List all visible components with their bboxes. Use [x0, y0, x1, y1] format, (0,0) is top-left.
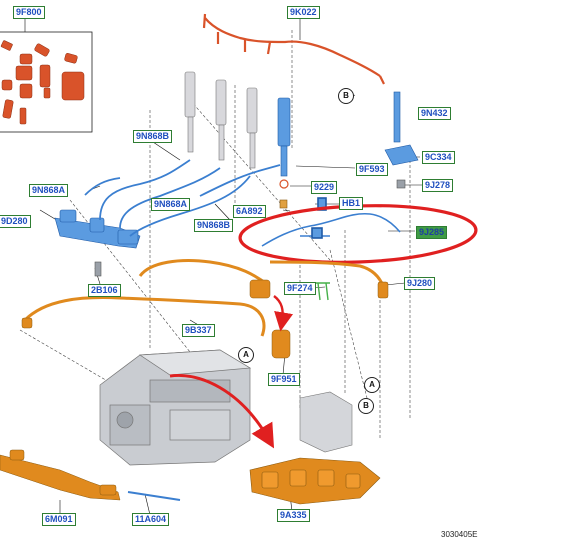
injector-clamp [384, 91, 419, 189]
part-label-9C334[interactable]: 9C334 [422, 151, 455, 164]
diagram-reference-number: 3030405E [441, 530, 478, 539]
retaining-clip [316, 282, 330, 301]
injector-fuel-lines [84, 159, 281, 237]
part-label-9K022[interactable]: 9K022 [287, 6, 320, 19]
part-label-9N868B-upper[interactable]: 9N868B [133, 130, 173, 143]
part-label-9J280[interactable]: 9J280 [404, 277, 436, 290]
part-label-6M091[interactable]: 6M091 [42, 513, 76, 526]
part-label-9N868A-left[interactable]: 9N868A [29, 184, 69, 197]
fuel-injectors [184, 71, 258, 169]
part-label-9F274[interactable]: 9F274 [284, 282, 316, 295]
highlighted-injector [277, 97, 291, 209]
part-label-11A604[interactable]: 11A604 [132, 513, 170, 526]
part-label-9D280[interactable]: 9D280 [0, 215, 31, 228]
part-label-9B337[interactable]: 9B337 [182, 324, 215, 337]
thermostat-housing [299, 391, 353, 453]
part-label-HB1[interactable]: HB1 [339, 197, 364, 210]
part-label-6A892[interactable]: 6A892 [233, 205, 266, 218]
part-label-2B106[interactable]: 2B106 [88, 284, 121, 297]
view-callout-A-middle[interactable]: A [238, 347, 254, 363]
hose-fittings [21, 279, 389, 359]
assembly-arrow-small [273, 295, 294, 332]
part-label-9229[interactable]: 9229 [311, 181, 338, 194]
part-label-9F593[interactable]: 9F593 [356, 163, 388, 176]
part-label-9J278[interactable]: 9J278 [422, 179, 454, 192]
part-label-9N432[interactable]: 9N432 [418, 107, 451, 120]
coolant-hoses [23, 259, 387, 337]
part-label-9J285-highlighted[interactable]: 9J285 [416, 226, 448, 239]
oil-pipe-assembly [0, 449, 121, 501]
part-label-9N868B-lower[interactable]: 9N868B [194, 219, 234, 232]
part-label-9F800[interactable]: 9F800 [13, 6, 45, 19]
view-callout-B-top[interactable]: B [338, 88, 354, 104]
assembly-arrow-main [169, 373, 275, 449]
small-parts [0, 40, 85, 125]
part-label-9F951[interactable]: 9F951 [268, 373, 300, 386]
intake-manifold [249, 457, 381, 505]
view-callout-B-right[interactable]: B [358, 398, 374, 414]
part-label-9N868A-middle[interactable]: 9N868A [151, 198, 191, 211]
view-callout-A-right[interactable]: A [364, 377, 380, 393]
fuel-rail [54, 209, 141, 277]
fuel-return-line [261, 197, 401, 247]
injector-harness [202, 13, 385, 85]
part-label-9A335[interactable]: 9A335 [277, 509, 310, 522]
engine-block [99, 349, 252, 466]
sensor-rod [127, 491, 181, 501]
